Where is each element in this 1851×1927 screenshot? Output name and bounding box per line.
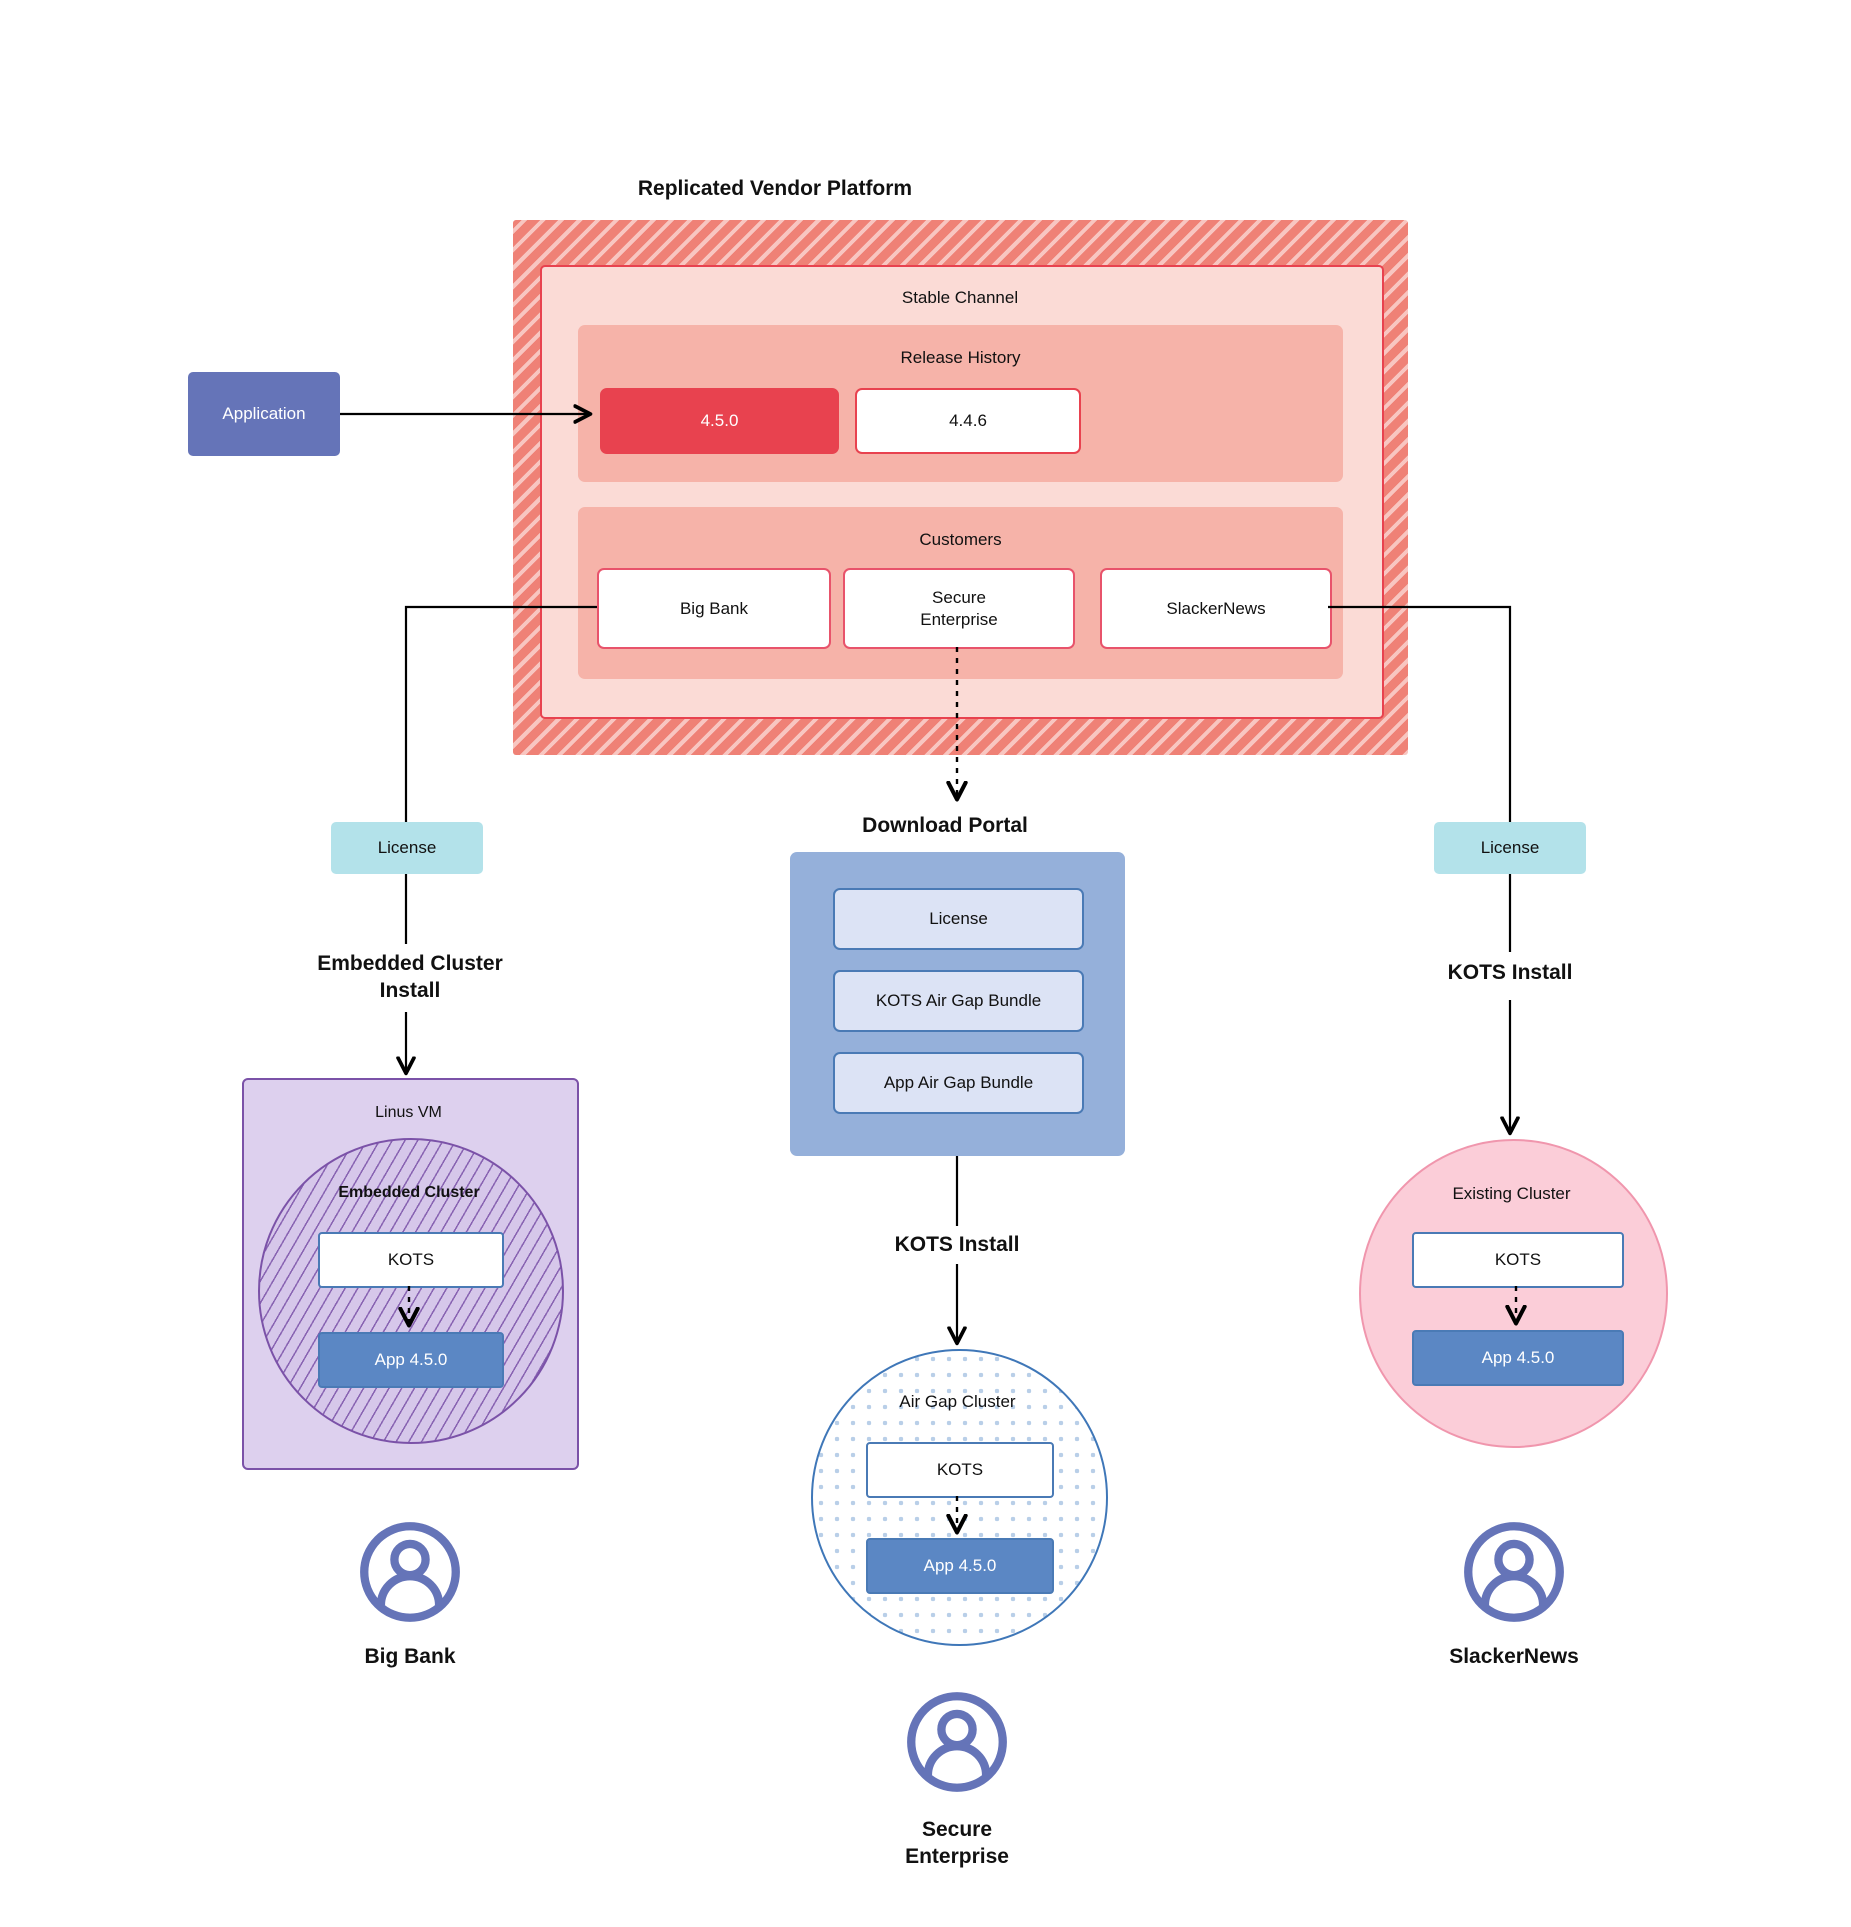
existing-cluster-label: Existing Cluster [1452,1184,1571,1204]
customer-box-secure-enterprise[interactable]: Secure Enterprise [843,568,1075,649]
customer-box-slackernews[interactable]: SlackerNews [1100,568,1332,649]
left-kots-node[interactable]: KOTS [318,1232,504,1288]
portal-item-app-air-gap-bundle[interactable]: App Air Gap Bundle [833,1052,1084,1114]
persona-icon-big-bank [358,1520,462,1624]
center-install-label: KOTS Install [894,1232,1020,1256]
persona-label-slackernews: SlackerNews [1449,1644,1579,1668]
persona-icon-secure-enterprise [905,1690,1009,1794]
embedded-cluster-circle [258,1138,564,1444]
portal-item-kots-air-gap-bundle[interactable]: KOTS Air Gap Bundle [833,970,1084,1032]
right-license-node[interactable]: License [1434,822,1586,874]
right-app-node[interactable]: App 4.5.0 [1412,1330,1624,1386]
air-gap-cluster-label: Air Gap Cluster [899,1392,1016,1412]
customers-label: Customers [919,530,1002,550]
right-install-label: KOTS Install [1447,960,1573,984]
release-box-4-4-6[interactable]: 4.4.6 [855,388,1081,454]
page-title: Replicated Vendor Platform [637,176,913,200]
existing-cluster-circle [1359,1139,1668,1448]
persona-icon-slackernews [1462,1520,1566,1624]
left-license-node[interactable]: License [331,822,483,874]
persona-label-big-bank: Big Bank [364,1644,456,1668]
right-kots-node[interactable]: KOTS [1412,1232,1624,1288]
customer-box-big-bank[interactable]: Big Bank [597,568,831,649]
portal-item-license[interactable]: License [833,888,1084,950]
left-install-label: Embedded Cluster Install [317,952,503,1002]
linux-vm-label: Linus VM [375,1103,442,1121]
application-node[interactable]: Application [188,372,340,456]
persona-label-secure-enterprise: Secure Enterprise [905,1818,1009,1868]
embedded-cluster-label: Embedded Cluster [338,1183,480,1201]
stable-channel-label: Stable Channel [901,288,1019,308]
left-app-node[interactable]: App 4.5.0 [318,1332,504,1388]
release-box-4-5-0[interactable]: 4.5.0 [600,388,839,454]
release-history-label: Release History [900,348,1021,368]
center-app-node[interactable]: App 4.5.0 [866,1538,1054,1594]
center-kots-node[interactable]: KOTS [866,1442,1054,1498]
download-portal-title: Download Portal [862,813,1028,837]
